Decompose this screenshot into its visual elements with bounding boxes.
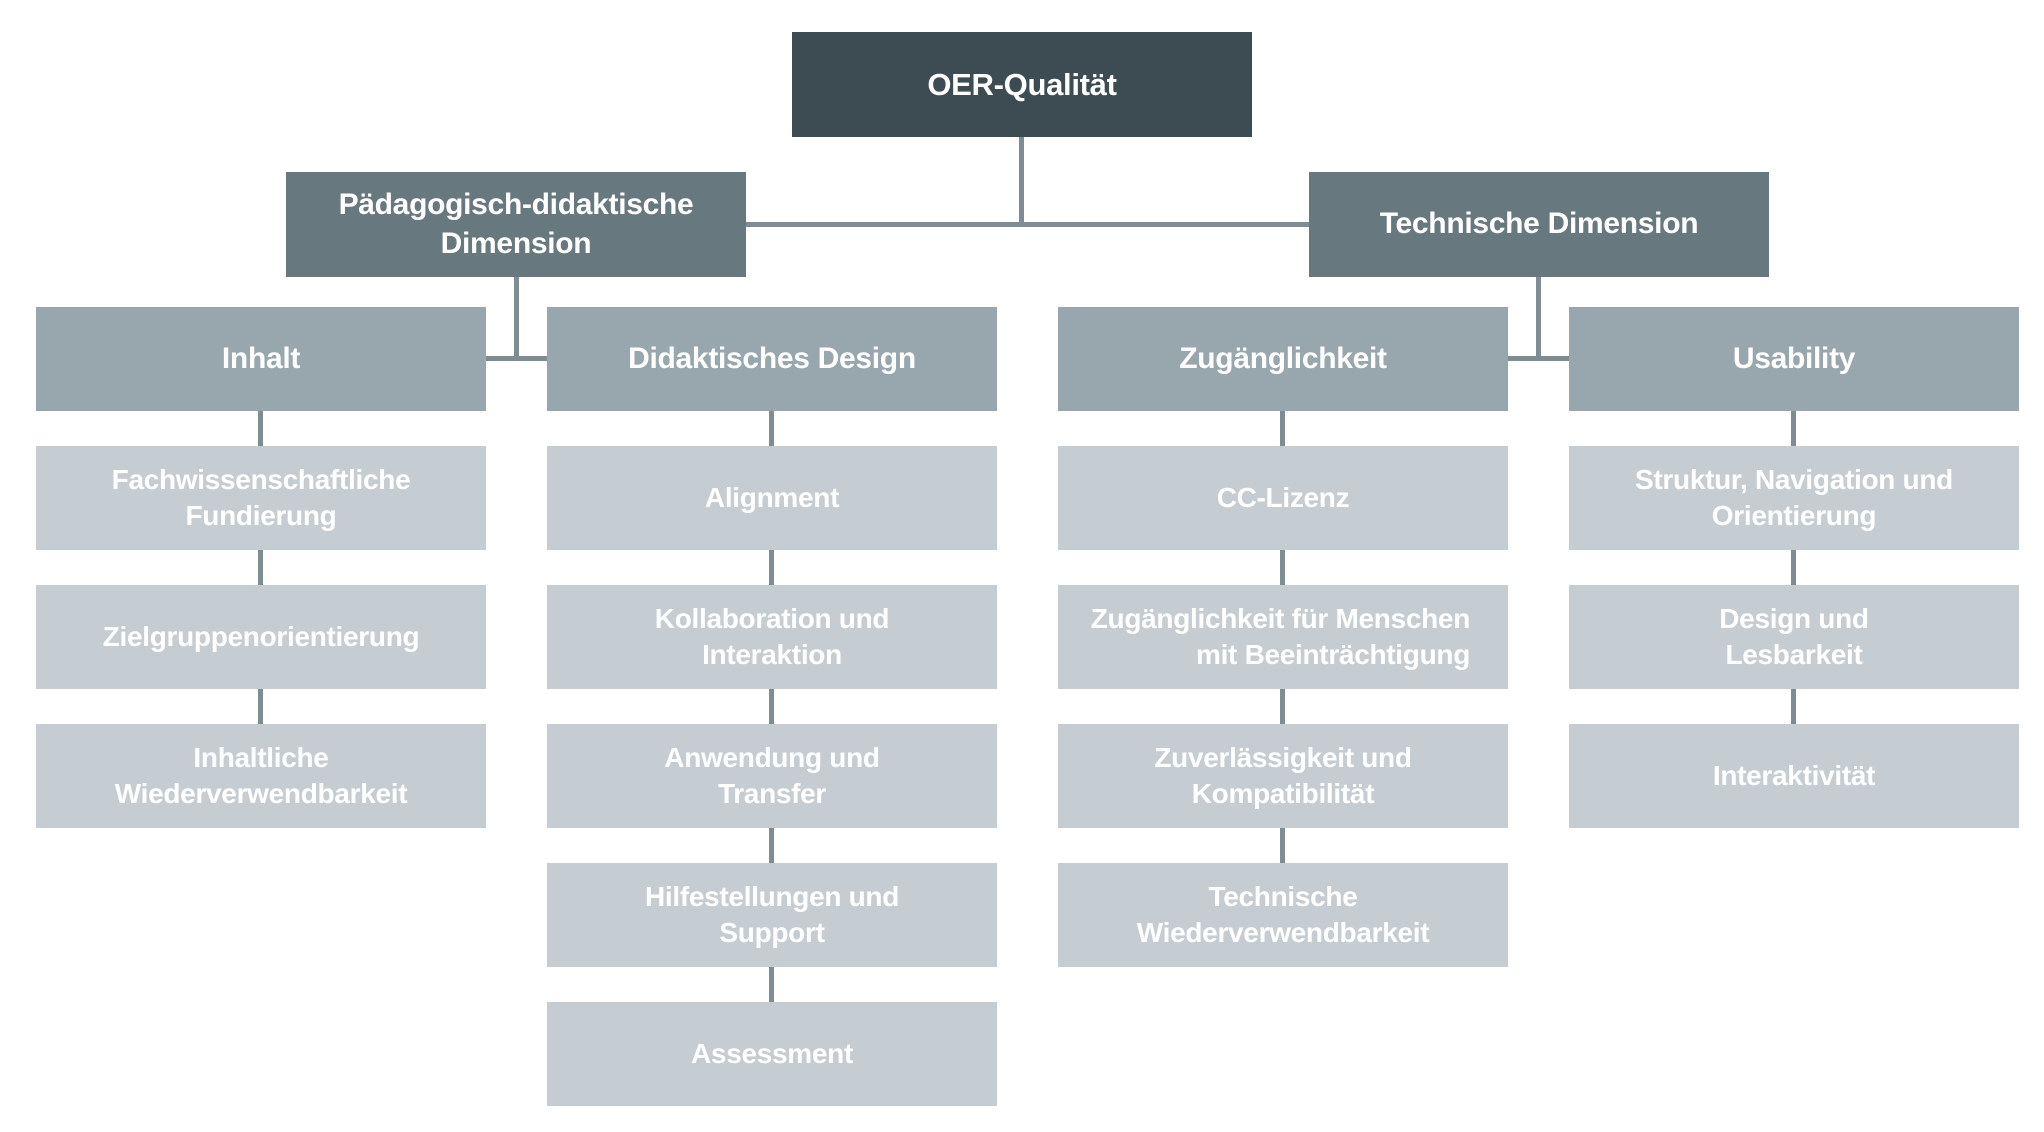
connector-line xyxy=(1508,356,1569,361)
node-cc-lizenz: CC-Lizenz xyxy=(1058,446,1508,550)
node-zugaenglichkeit-fuer-menschen: Zugänglichkeit für Menschen mit Beeinträ… xyxy=(1058,585,1508,689)
node-zielgruppenorientierung: Zielgruppenorientierung xyxy=(36,585,486,689)
connector-line xyxy=(769,411,774,446)
node-assessment: Assessment xyxy=(547,1002,997,1106)
node-paedagogisch-didaktische-dimension: Pädagogisch-didaktische Dimension xyxy=(286,172,746,277)
connector-line xyxy=(258,411,263,446)
connector-line xyxy=(1280,411,1285,446)
connector-line xyxy=(769,550,774,585)
connector-line xyxy=(514,277,519,361)
node-struktur-navigation-orientierung: Struktur, Navigation und Orientierung xyxy=(1569,446,2019,550)
connector-line xyxy=(486,356,547,361)
connector-line xyxy=(1280,828,1285,863)
node-alignment: Alignment xyxy=(547,446,997,550)
connector-line xyxy=(1791,689,1796,724)
connector-line xyxy=(1019,137,1024,227)
node-interaktivitaet: Interaktivität xyxy=(1569,724,2019,828)
node-technische-wiederverwendbarkeit: Technische Wiederverwendbarkeit xyxy=(1058,863,1508,967)
connector-line xyxy=(769,689,774,724)
node-anwendung-und-transfer: Anwendung und Transfer xyxy=(547,724,997,828)
connector-line xyxy=(1536,277,1541,361)
connector-line xyxy=(1791,550,1796,585)
node-oer-qualitaet: OER-Qualität xyxy=(792,32,1252,137)
node-technische-dimension: Technische Dimension xyxy=(1309,172,1769,277)
node-usability: Usability xyxy=(1569,307,2019,411)
node-zugaenglichkeit: Zugänglichkeit xyxy=(1058,307,1508,411)
node-didaktisches-design: Didaktisches Design xyxy=(547,307,997,411)
connector-line xyxy=(258,689,263,724)
node-zuverlaessigkeit-und-kompatibilitaet: Zuverlässigkeit und Kompatibilität xyxy=(1058,724,1508,828)
node-hilfestellungen-und-support: Hilfestellungen und Support xyxy=(547,863,997,967)
connector-line xyxy=(1791,411,1796,446)
connector-line xyxy=(769,967,774,1002)
node-inhalt: Inhalt xyxy=(36,307,486,411)
connector-line xyxy=(1280,689,1285,724)
connector-line xyxy=(1280,550,1285,585)
connector-line xyxy=(746,222,1309,227)
node-fachwissenschaftliche-fundierung: Fachwissenschaftliche Fundierung xyxy=(36,446,486,550)
connector-line xyxy=(258,550,263,585)
node-design-und-lesbarkeit: Design und Lesbarkeit xyxy=(1569,585,2019,689)
connector-line xyxy=(769,828,774,863)
node-kollaboration-und-interaktion: Kollaboration und Interaktion xyxy=(547,585,997,689)
node-inhaltliche-wiederverwendbarkeit: Inhaltliche Wiederverwendbarkeit xyxy=(36,724,486,828)
